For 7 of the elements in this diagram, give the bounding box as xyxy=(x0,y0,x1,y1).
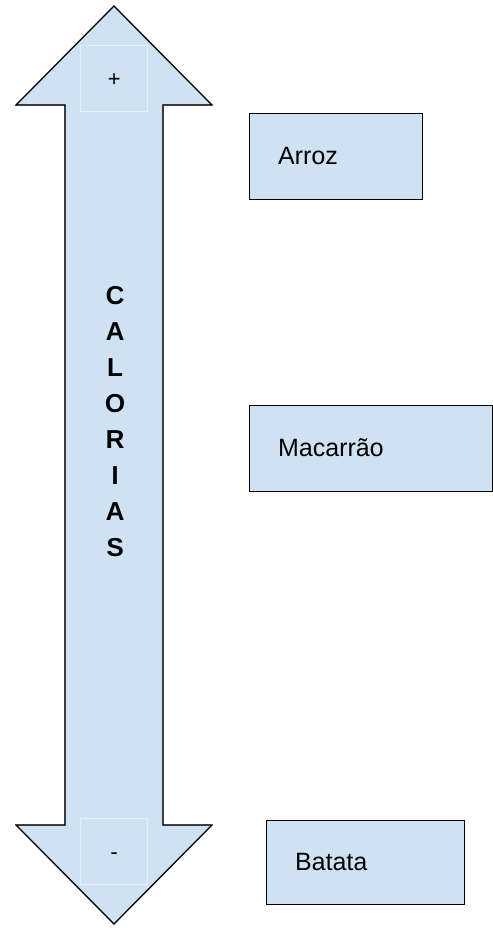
food-box: Macarrão xyxy=(249,405,493,492)
axis-title: CALORIAS xyxy=(99,280,130,568)
food-box: Batata xyxy=(266,820,465,905)
double-arrow xyxy=(15,5,213,925)
sign-label: - xyxy=(80,818,148,885)
sign-label: + xyxy=(80,45,148,112)
food-box: Arroz xyxy=(249,113,423,200)
